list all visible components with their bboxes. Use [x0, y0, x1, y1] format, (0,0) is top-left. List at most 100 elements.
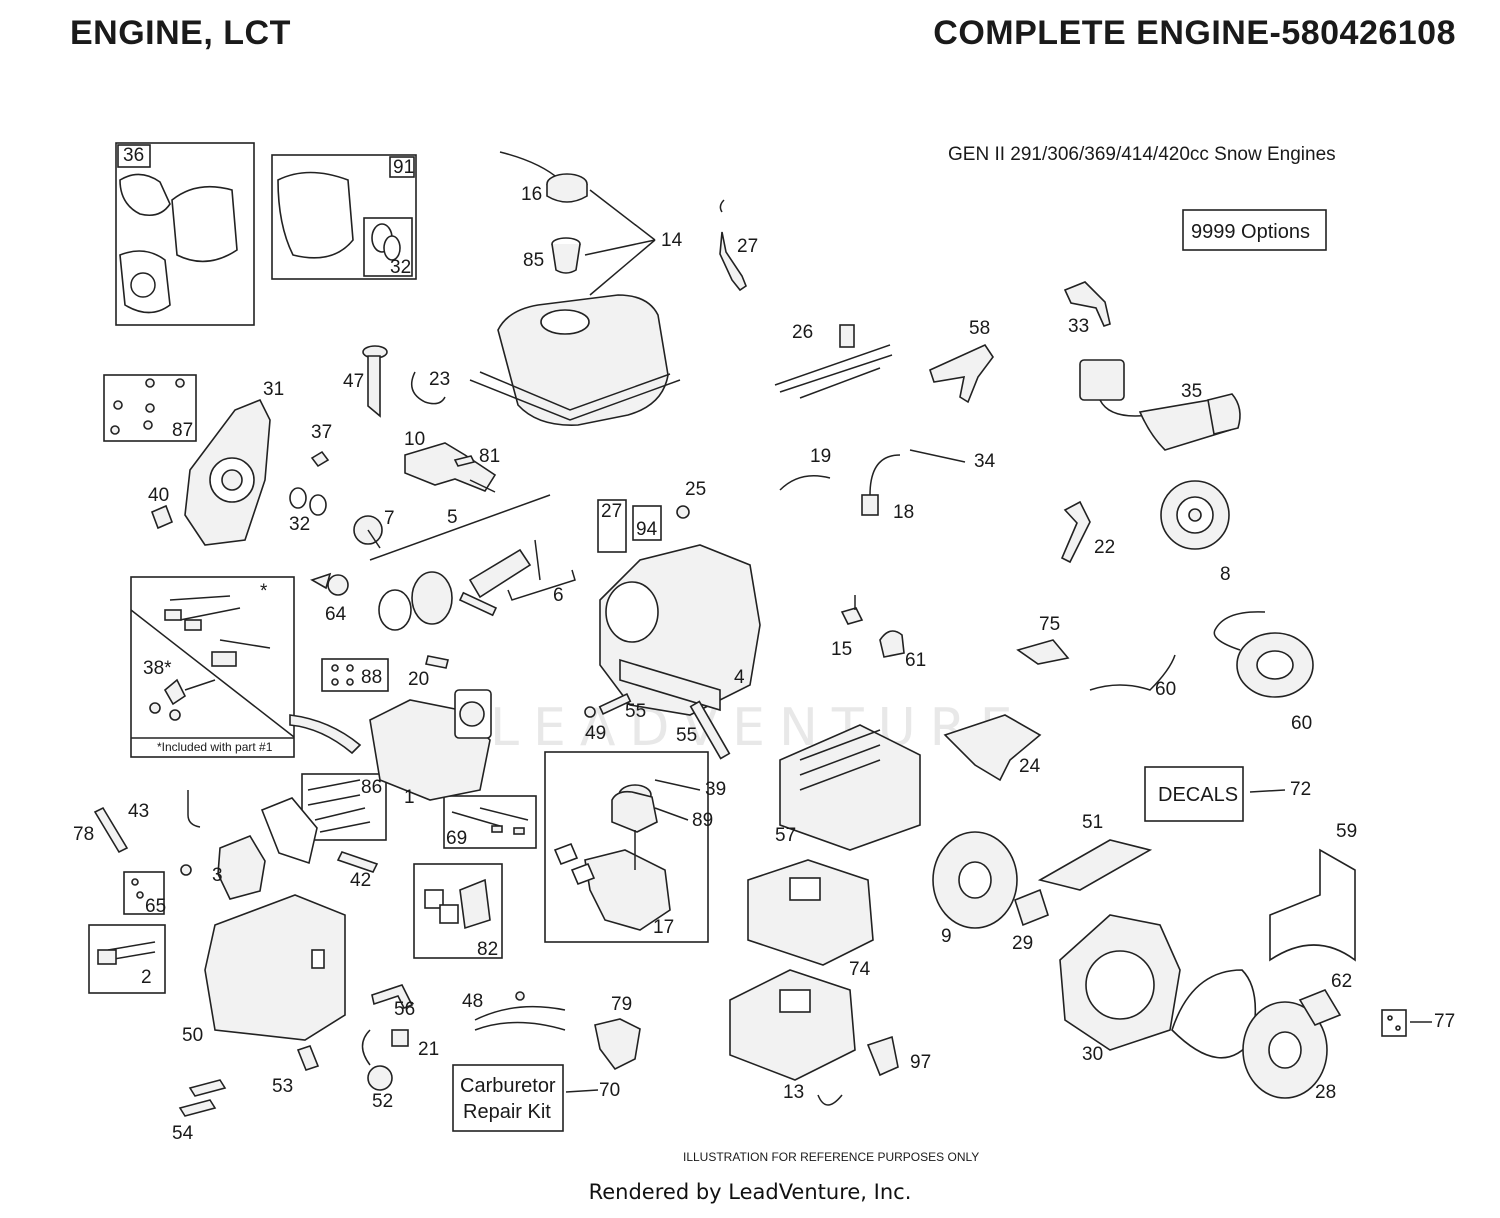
part-79[interactable] [594, 1018, 641, 1071]
wire-harness-part-48[interactable] [474, 991, 566, 1031]
bracket-58-part[interactable] [929, 343, 994, 404]
box-65[interactable] [123, 871, 165, 915]
ignition-module-part[interactable] [861, 454, 901, 516]
throttle-lever-part[interactable] [719, 199, 747, 292]
blower-housing-part[interactable] [1059, 914, 1181, 1051]
part-22[interactable] [1060, 500, 1091, 564]
options-box[interactable]: 9999 Options [1182, 209, 1327, 251]
decals-box[interactable]: DECALS [1144, 766, 1244, 822]
part-24[interactable] [943, 714, 1042, 782]
callout-50: 50 [182, 1025, 203, 1046]
crankshaft-part[interactable] [404, 442, 497, 493]
flywheel-part[interactable] [1160, 480, 1230, 550]
options-label: 9999 Options [1191, 221, 1310, 243]
intake-manifold-part[interactable] [217, 797, 318, 900]
box-27[interactable] [597, 499, 627, 553]
linkage-part[interactable] [774, 324, 893, 399]
bolt-kit-box-87[interactable] [103, 374, 197, 442]
part-29[interactable] [1014, 888, 1049, 927]
callout-88: 88 [361, 667, 382, 688]
box-69[interactable] [443, 795, 537, 849]
fuel-cap-part[interactable] [499, 151, 588, 203]
carburetor-assembly-box[interactable] [544, 751, 709, 943]
fuel-strainer-part[interactable] [551, 237, 581, 274]
carburetor-part[interactable] [553, 784, 671, 931]
gasket-part[interactable] [1171, 969, 1257, 1059]
cam-gear-part[interactable] [353, 515, 383, 549]
rendered-by-footer: Rendered by LeadVenture, Inc. [588, 1180, 912, 1204]
callout-13: 13 [783, 1082, 804, 1103]
muffler-part[interactable] [729, 969, 856, 1106]
cooling-fan-part[interactable] [932, 831, 1018, 929]
drain-plug-part[interactable] [150, 504, 174, 530]
callout-34: 34 [974, 451, 996, 472]
valve-kit-box-38[interactable] [130, 576, 295, 758]
engine-block-part[interactable] [599, 544, 761, 716]
page-title-left: ENGINE, LCT [70, 14, 291, 52]
fuel-valve-part[interactable] [840, 595, 864, 625]
bearing-seal-part[interactable] [289, 487, 327, 516]
muffler-guard-part[interactable] [779, 724, 921, 851]
gasket-box-91[interactable] [271, 154, 417, 280]
wire-part-60[interactable] [1089, 654, 1176, 691]
part-20[interactable] [425, 655, 449, 669]
part-25[interactable] [676, 505, 690, 519]
part-97[interactable] [866, 1035, 899, 1077]
carburetor-repair-kit-box[interactable]: Carburetor Repair Kit [452, 1064, 564, 1132]
callout-30: 30 [1082, 1044, 1103, 1065]
part-42[interactable] [336, 851, 379, 873]
part-92[interactable] [180, 864, 192, 876]
cylinder-head-part[interactable] [289, 689, 492, 801]
part-78[interactable] [93, 806, 129, 854]
callout-23: 23 [429, 369, 450, 390]
box-94[interactable] [632, 505, 662, 541]
box-82[interactable] [413, 863, 503, 959]
part-43[interactable] [187, 790, 201, 828]
governor-part[interactable] [310, 572, 349, 596]
key-part-54[interactable] [178, 1079, 227, 1117]
fuel-tank-part[interactable] [469, 294, 681, 426]
stator-part[interactable] [1213, 611, 1314, 698]
callout-49: 49 [585, 723, 606, 744]
box-88[interactable] [321, 658, 389, 692]
part-59[interactable] [1269, 848, 1356, 962]
gasket-kit-box-36[interactable] [115, 142, 255, 326]
part-55a[interactable] [598, 692, 632, 716]
cylinder-shroud-part[interactable] [204, 894, 346, 1041]
part-62[interactable] [1298, 989, 1342, 1026]
part-37[interactable] [310, 450, 330, 468]
box-86[interactable] [301, 773, 387, 841]
callout-27b: 27 [601, 501, 622, 522]
part-53[interactable] [296, 1045, 320, 1071]
leader-34 [909, 449, 966, 463]
box-77[interactable] [1381, 1009, 1407, 1037]
piston-part[interactable] [369, 494, 551, 631]
callout-14: 14 [661, 230, 683, 251]
part-19[interactable] [779, 475, 831, 491]
callout-62: 62 [1331, 971, 1352, 992]
callout-60b: 60 [1291, 713, 1312, 734]
part-55b[interactable] [689, 700, 731, 760]
connecting-rod-bolts-part[interactable] [507, 539, 576, 601]
part-51[interactable] [1037, 839, 1153, 891]
dipstick-part[interactable] [362, 345, 388, 418]
callout-31: 31 [263, 379, 284, 400]
bracket-33-part[interactable] [1063, 281, 1111, 327]
part-61[interactable] [879, 630, 905, 658]
muffler-cover-part[interactable] [747, 859, 874, 966]
part-75[interactable] [1016, 639, 1070, 665]
callout-54: 54 [172, 1123, 194, 1144]
crankcase-cover-part[interactable] [184, 398, 271, 546]
woodruff-key-part[interactable] [453, 455, 476, 467]
electric-starter-part[interactable] [1079, 359, 1241, 451]
part-21[interactable] [391, 1029, 409, 1047]
primer-part-52[interactable] [361, 1029, 393, 1091]
breather-hose-part[interactable] [410, 371, 446, 405]
box-2[interactable] [88, 924, 166, 994]
callout-10: 10 [404, 429, 425, 450]
part-56[interactable] [371, 984, 414, 1010]
callout-17: 17 [653, 917, 674, 938]
recoil-starter-part[interactable] [1242, 1001, 1328, 1099]
part-49[interactable] [584, 706, 596, 718]
